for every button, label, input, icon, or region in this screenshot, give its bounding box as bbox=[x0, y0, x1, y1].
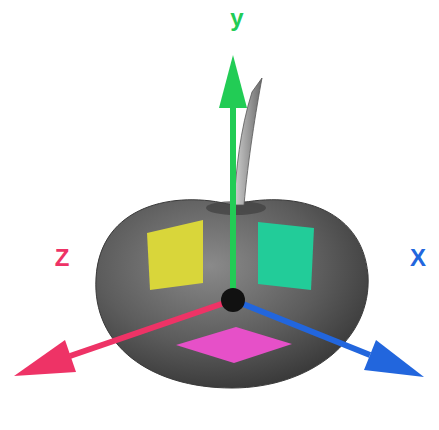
origin-dot bbox=[221, 288, 245, 312]
y-axis-shaft bbox=[230, 100, 236, 300]
yellow-patch bbox=[147, 220, 203, 290]
x-axis-head bbox=[364, 340, 424, 377]
z-axis-head bbox=[14, 340, 76, 376]
z-axis-label: Z bbox=[55, 246, 70, 270]
x-axis-label: X bbox=[410, 246, 426, 270]
cyan-patch bbox=[258, 222, 314, 290]
y-axis-label: y bbox=[230, 6, 243, 30]
magenta-patch bbox=[176, 327, 292, 363]
x-axis-shaft bbox=[233, 300, 370, 355]
z-axis-shaft bbox=[70, 300, 233, 356]
y-axis-head bbox=[219, 55, 247, 108]
